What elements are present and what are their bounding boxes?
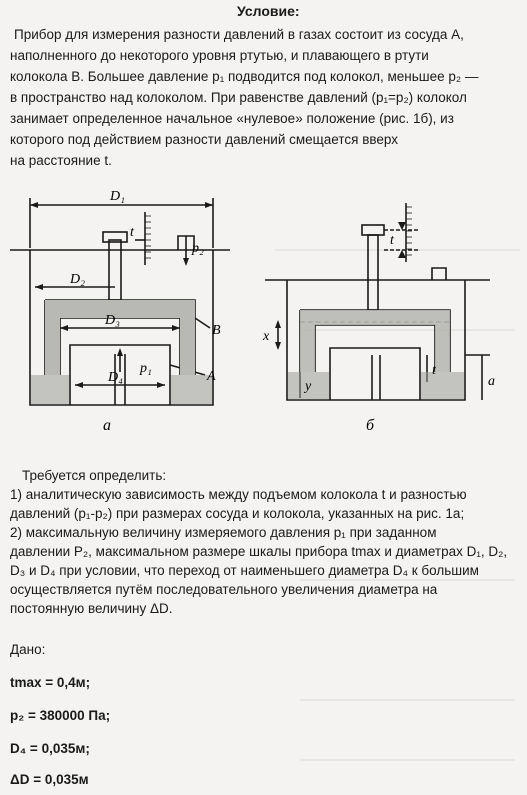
given-item: ΔD = 0,035м [10,772,89,787]
requirement-line: давлении P₂, максимальном размере шкалы … [10,544,508,559]
given-item: D₄ = 0,035м; [10,741,90,756]
figure-b-caption: б [366,417,375,434]
requirement-line: 2) максимальную величину измеряемого дав… [10,525,437,540]
label-x: x [262,329,270,344]
intro-line: в пространство над колоколом. При равенс… [10,90,467,105]
given-label: Дано: [10,642,46,657]
given-item: p₂ = 380000 Па; [10,708,111,723]
intro-line: которого под действием разности давлений… [10,132,398,147]
requirements-block: Требуется определить: 1) аналитическую з… [10,466,520,618]
requirement-line: D₃ и D₄ при условии, что переход от наим… [10,563,479,578]
heading: Условие: [237,3,300,19]
label-d1: D₁ [109,189,125,204]
intro-line: занимает определенное начальное «нулевое… [10,111,454,126]
intro-line: на расстояние t. [10,153,112,168]
requirement-line: постоянную величину ΔD. [10,601,173,616]
label-t: t [130,225,135,240]
problem-statement: Прибор для измерения разности давлений в… [10,24,515,171]
requirement-line: 1) аналитическую зависимость между подъе… [10,487,467,502]
label-d4: D₄ [107,370,123,385]
label-d3: D₃ [104,313,120,328]
figure-a-caption: а [103,417,111,434]
label-a-vessel: A [206,369,216,384]
given-item: tmax = 0,4м; [10,675,91,690]
requirements-intro: Требуется определить: [22,468,167,483]
label-t-top: t [390,233,395,248]
intro-line: наполненного до некоторого уровня ртутью… [10,48,429,63]
requirement-line: давлений (p₁-p₂) при размерах сосуда и к… [10,506,465,521]
label-b: B [212,323,221,338]
intro-line: Прибор для измерения разности давлений в… [14,27,464,42]
label-a-dim: a [488,374,495,389]
intro-line: колокола В. Большее давление p₁ подводит… [10,69,479,84]
label-d2: D₂ [69,272,85,287]
label-t-low: t [432,363,437,378]
label-y: y [303,379,312,394]
label-p2: p₂ [191,241,204,256]
requirement-line: осуществляется путём последовательного у… [10,582,438,597]
label-p1: p₁ [139,361,152,376]
